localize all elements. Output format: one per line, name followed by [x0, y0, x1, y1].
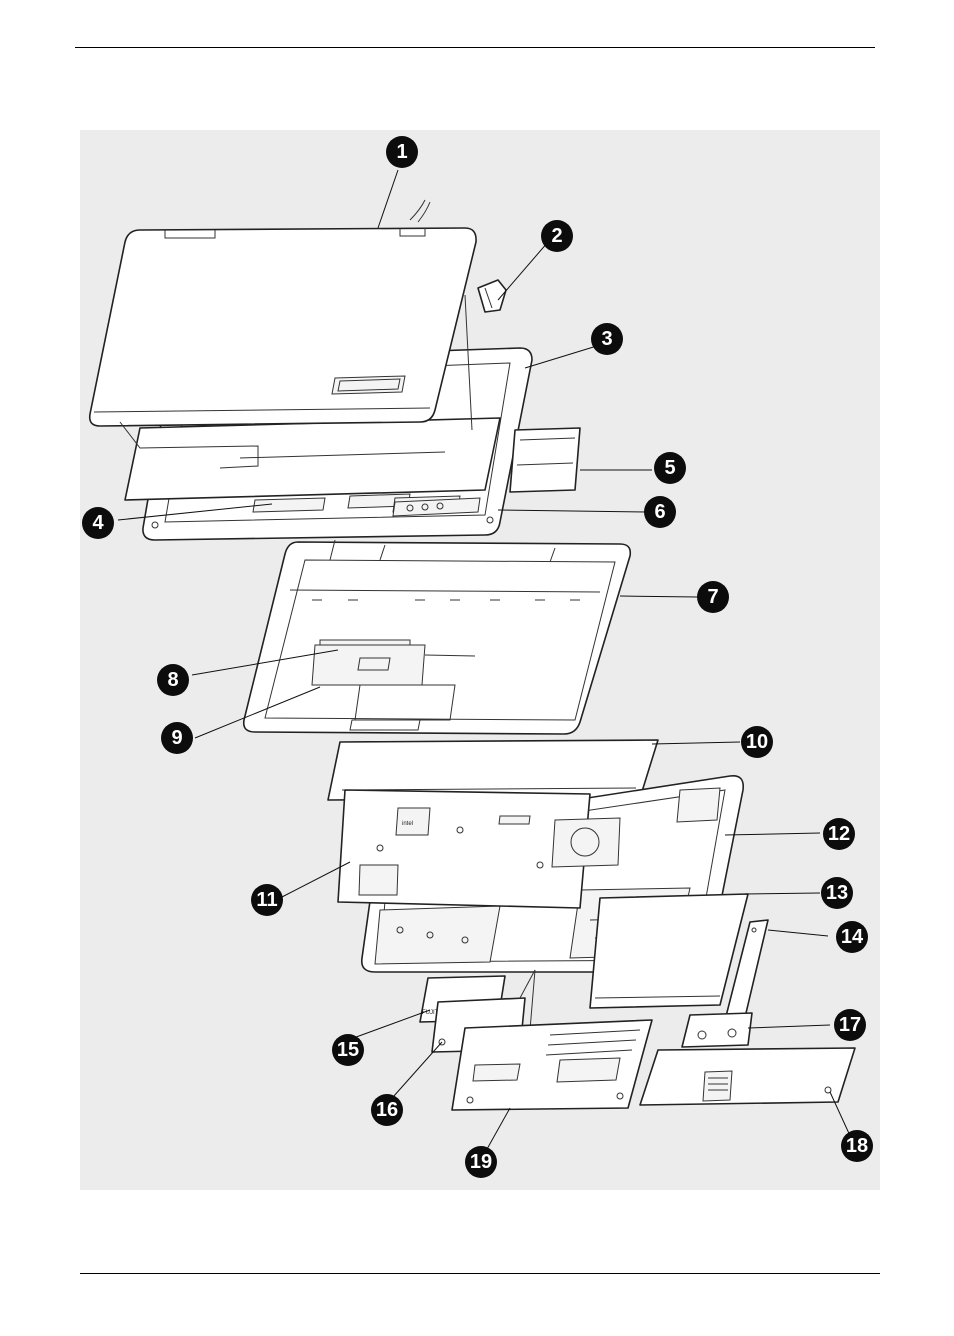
mainboard: intel	[338, 790, 590, 908]
callout-6: 6	[644, 496, 676, 528]
battery-pack	[640, 1048, 855, 1105]
callout-19: 19	[465, 1146, 497, 1178]
bottom-door	[452, 1020, 652, 1110]
footer-rule	[80, 1273, 880, 1274]
svg-text:7: 7	[707, 586, 718, 608]
svg-text:1: 1	[396, 141, 407, 163]
callout-12: 12	[823, 818, 855, 850]
callout-17: 17	[834, 1009, 866, 1041]
svg-text:12: 12	[828, 823, 850, 845]
callout-8: 8	[157, 664, 189, 696]
callout-16: 16	[371, 1094, 403, 1126]
header-rule	[75, 47, 875, 48]
svg-text:6: 6	[654, 501, 665, 523]
svg-text:15: 15	[337, 1039, 359, 1061]
callout-18: 18	[841, 1130, 873, 1162]
callout-7: 7	[697, 581, 729, 613]
svg-text:2: 2	[551, 225, 562, 247]
callout-13: 13	[821, 877, 853, 909]
callout-3: 3	[591, 323, 623, 355]
callout-11: 11	[251, 884, 283, 916]
callout-14: 14	[836, 921, 868, 953]
svg-text:10: 10	[746, 731, 768, 753]
svg-text:13: 13	[826, 882, 848, 904]
callout-2: 2	[541, 220, 573, 252]
callout-5: 5	[654, 452, 686, 484]
svg-text:4: 4	[92, 512, 104, 534]
callout-1: 1	[386, 136, 418, 168]
svg-text:16: 16	[376, 1099, 398, 1121]
exploded-view-figure: intel FUJITSU MHZ2060BH	[80, 130, 880, 1190]
callout-15: 15	[332, 1034, 364, 1066]
svg-text:18: 18	[846, 1135, 868, 1157]
callout-4: 4	[82, 507, 114, 539]
svg-text:8: 8	[167, 669, 178, 691]
svg-text:14: 14	[841, 926, 864, 948]
svg-text:19: 19	[470, 1151, 492, 1173]
battery-bracket	[682, 1013, 752, 1047]
upper-case	[244, 540, 631, 734]
svg-text:11: 11	[256, 889, 277, 911]
svg-text:9: 9	[171, 727, 182, 749]
callout-10: 10	[741, 726, 773, 758]
svg-text:17: 17	[839, 1014, 861, 1036]
svg-text:3: 3	[601, 328, 612, 350]
chip-brand-label: intel	[402, 821, 413, 827]
svg-text:5: 5	[664, 457, 675, 479]
optical-drive	[590, 894, 748, 1008]
callout-9: 9	[161, 722, 193, 754]
exploded-view-drawing: intel FUJITSU MHZ2060BH	[80, 130, 880, 1190]
